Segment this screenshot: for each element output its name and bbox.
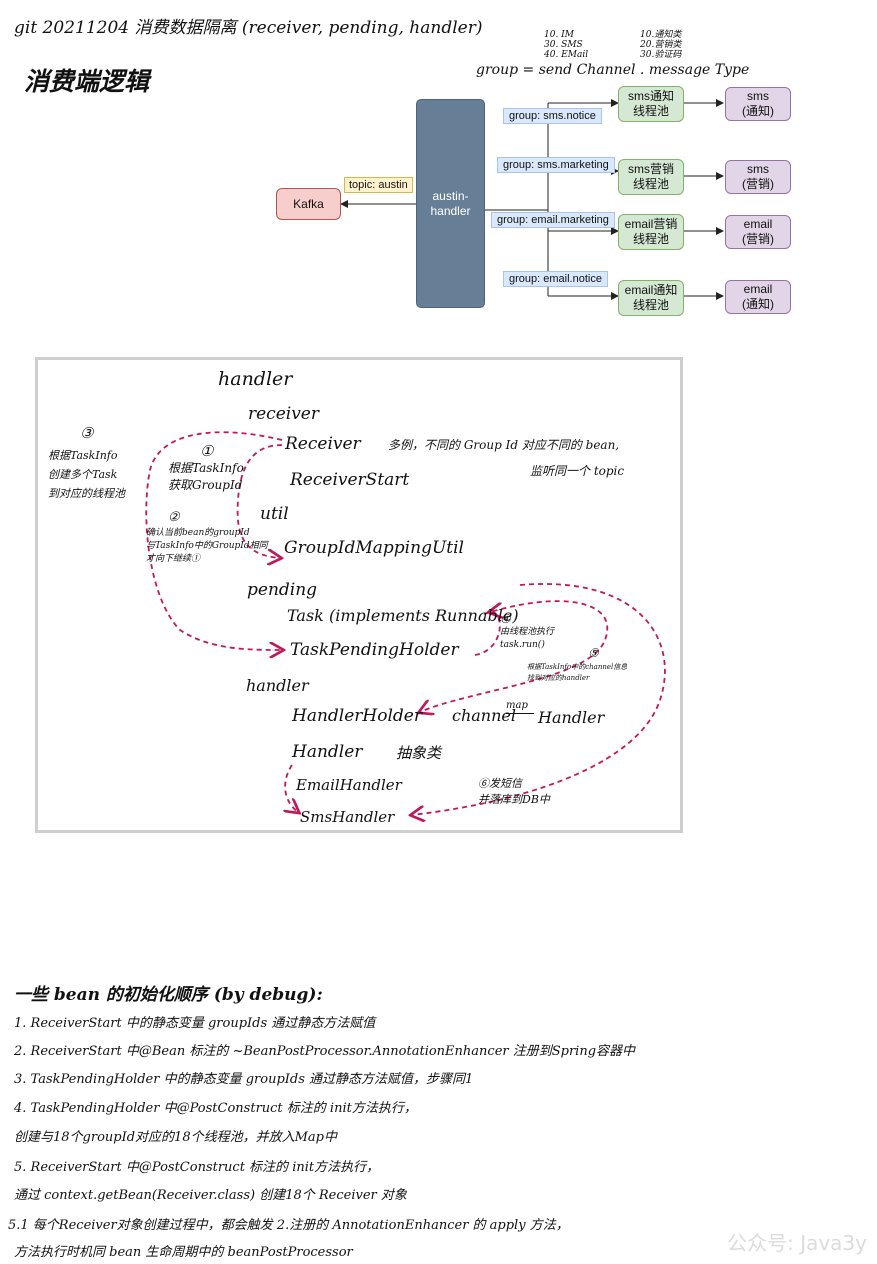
pool-sms-marketing: sms营销 线程池 (618, 159, 684, 195)
pool-email-marketing: email营销 线程池 (618, 214, 684, 250)
kafka-node: Kafka (276, 188, 341, 220)
step-1-marker: ① (200, 442, 214, 460)
whiteboard (35, 357, 683, 833)
init-order-heading: 一些 bean 的初始化顺序 (by debug): (14, 985, 323, 1005)
receiver-note-1: 多例，不同的 Group Id 对应不同的 bean, (388, 438, 620, 452)
page-title: git 20211204 消费数据隔离 (receiver, pending, … (14, 18, 483, 38)
step-4-note: 由线程池执行 task.run() (500, 627, 555, 650)
cls-receiver: Receiver (285, 434, 361, 454)
target-sms-marketing: sms (营销) (725, 160, 791, 194)
board-title: handler (218, 368, 293, 390)
map-arrow (506, 713, 534, 714)
pkg-util: util (260, 504, 289, 524)
init-step: 3. TaskPendingHolder 中的静态变量 groupIds 通过静… (14, 1072, 474, 1087)
pkg-handler: handler (246, 676, 309, 695)
init-step: 2. ReceiverStart 中@Bean 标注的 ~BeanPostPro… (14, 1044, 636, 1059)
step-4-marker: ④ (500, 612, 511, 626)
cls-groupid-mapping-util: GroupIdMappingUtil (284, 538, 464, 558)
channel-map-label: channel (452, 706, 516, 725)
group-formula-note: group = send Channel . message Type (476, 62, 750, 78)
target-email-notice: email (通知) (725, 280, 791, 314)
target-email-marketing: email (营销) (725, 215, 791, 249)
group-sms-notice: group: sms.notice (503, 108, 602, 124)
step-6-note: ⑥发短信 并落库到DB中 (478, 777, 550, 806)
pool-sms-notice: sms通知 线程池 (618, 86, 684, 122)
target-sms-notice: sms (通知) (725, 87, 791, 121)
step-1-note: 根据TaskInfo 获取GroupId (168, 461, 244, 492)
cls-handler: Handler (292, 742, 363, 762)
init-step: 4. TaskPendingHolder 中@PostConstruct 标注的… (14, 1101, 417, 1116)
init-step: 方法执行时机同 bean 生命周期中的 beanPostProcessor (14, 1245, 353, 1260)
topic-label: topic: austin (344, 177, 413, 193)
pkg-receiver: receiver (248, 404, 319, 424)
step-5-note: 根据TaskInfo中的channel信息 找到对应的handler (527, 663, 628, 682)
watermark: 公众号: Java3y (727, 1231, 867, 1255)
cls-email-handler: EmailHandler (296, 776, 402, 794)
init-step: 创建与18个groupId对应的18个线程池，并放入Map中 (14, 1130, 337, 1145)
step-2-note: 确认当前bean的groupId 与TaskInfo中的GroupId相同 才向… (146, 528, 268, 564)
step-2-marker: ② (168, 510, 180, 525)
architecture-connectors (340, 99, 724, 300)
abstract-note: 抽象类 (396, 744, 442, 762)
pkg-pending: pending (247, 580, 318, 600)
section-title: 消费端逻辑 (24, 67, 150, 96)
step-3-note: 根据TaskInfo 创建多个Task 到对应的线程池 (48, 449, 125, 500)
cls-receiver-start: ReceiverStart (290, 470, 410, 490)
cls-task-pending-holder: TaskPendingHolder (290, 640, 459, 660)
init-step: 通过 context.getBean(Receiver.class) 创建18个… (14, 1188, 407, 1203)
map-label: map (506, 700, 528, 711)
map-handler-label: Handler (538, 708, 605, 727)
whiteboard-flow-arrows (145, 431, 666, 840)
pool-email-notice: email通知 线程池 (618, 280, 684, 316)
step-3-marker: ③ (80, 424, 94, 442)
receiver-note-2: 监听同一个 topic (530, 464, 625, 478)
channel-list-note: 10. IM 30. SMS 40. EMail (544, 30, 589, 60)
cls-handler-holder: HandlerHolder (292, 706, 422, 726)
step-5-marker: ⑤ (588, 646, 599, 660)
group-email-notice: group: email.notice (503, 271, 608, 287)
init-step: 5.1 每个Receiver对象创建过程中，都会触发 2.注册的 Annotat… (8, 1218, 569, 1233)
msgtype-list-note: 10.通知类 20.营销类 30.验证码 (640, 30, 682, 60)
cls-sms-handler: SmsHandler (300, 808, 395, 826)
group-sms-marketing: group: sms.marketing (497, 157, 615, 173)
init-step: 5. ReceiverStart 中@PostConstruct 标注的 ini… (14, 1160, 380, 1175)
cls-task: Task (implements Runnable) (287, 606, 519, 625)
init-step: 1. ReceiverStart 中的静态变量 groupIds 通过静态方法赋… (14, 1016, 376, 1031)
group-email-marketing: group: email.marketing (491, 212, 615, 228)
austin-handler-node: austin- handler (416, 99, 485, 308)
